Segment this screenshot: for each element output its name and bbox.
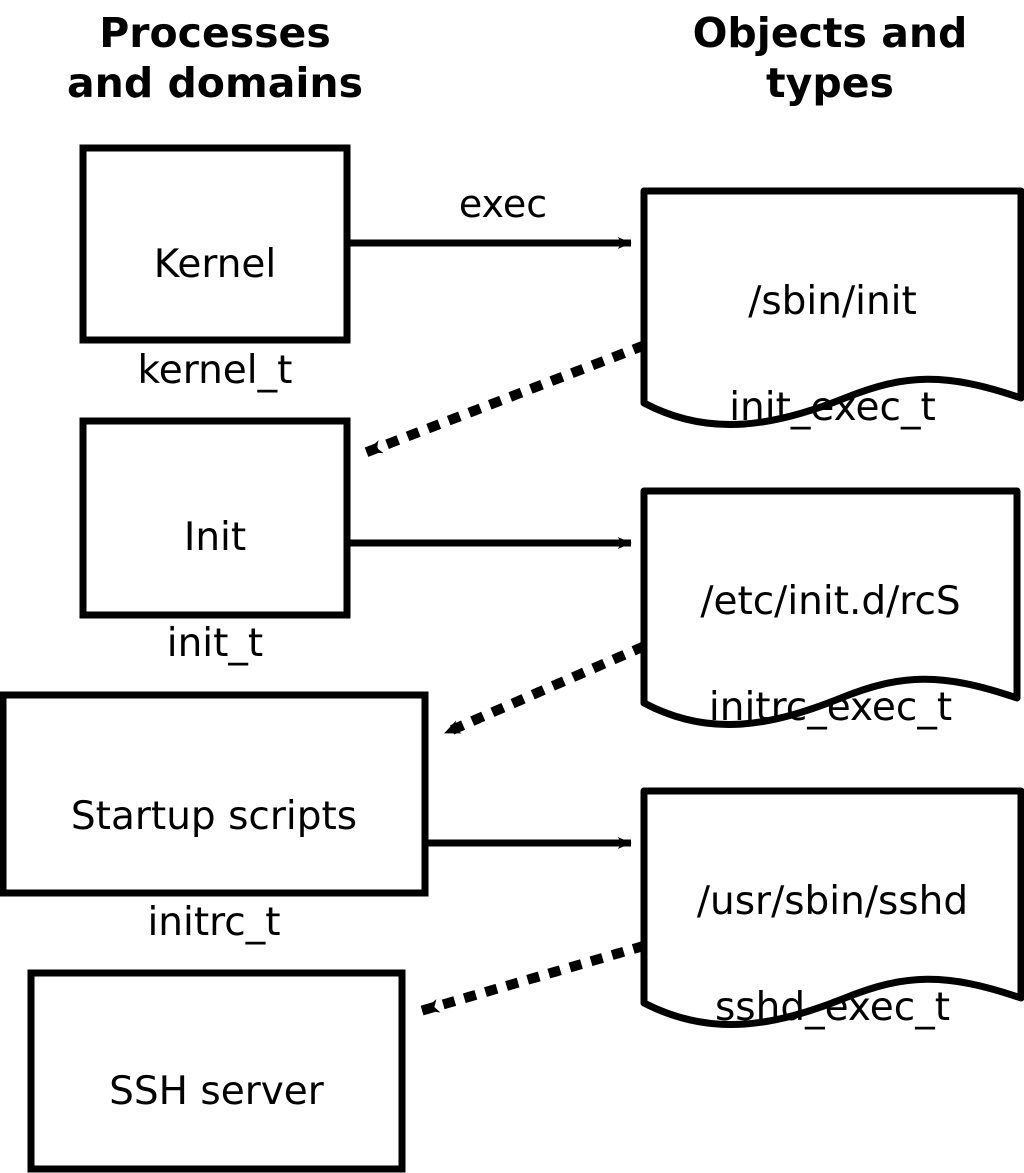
node-initrc-shape[interactable] <box>0 691 429 897</box>
node-sshd-shape[interactable] <box>27 969 406 1173</box>
node-init-shape[interactable] <box>79 417 351 619</box>
node-initrc-exec-shape[interactable] <box>640 487 1021 728</box>
column-heading-processes: Processes and domains <box>66 9 364 107</box>
node-sshd-exec-shape[interactable] <box>640 787 1024 1028</box>
column-heading-objects: Objects and types <box>692 9 968 107</box>
node-kernel-shape[interactable] <box>79 144 351 344</box>
edge-sshd_exec-to-sshd <box>417 940 647 1017</box>
node-init-exec-shape[interactable] <box>640 187 1024 428</box>
edge-init_exec-to-init <box>360 340 647 459</box>
edge-initrc_exec-to-initrc <box>438 641 647 740</box>
edge-label-exec: exec <box>458 182 548 226</box>
